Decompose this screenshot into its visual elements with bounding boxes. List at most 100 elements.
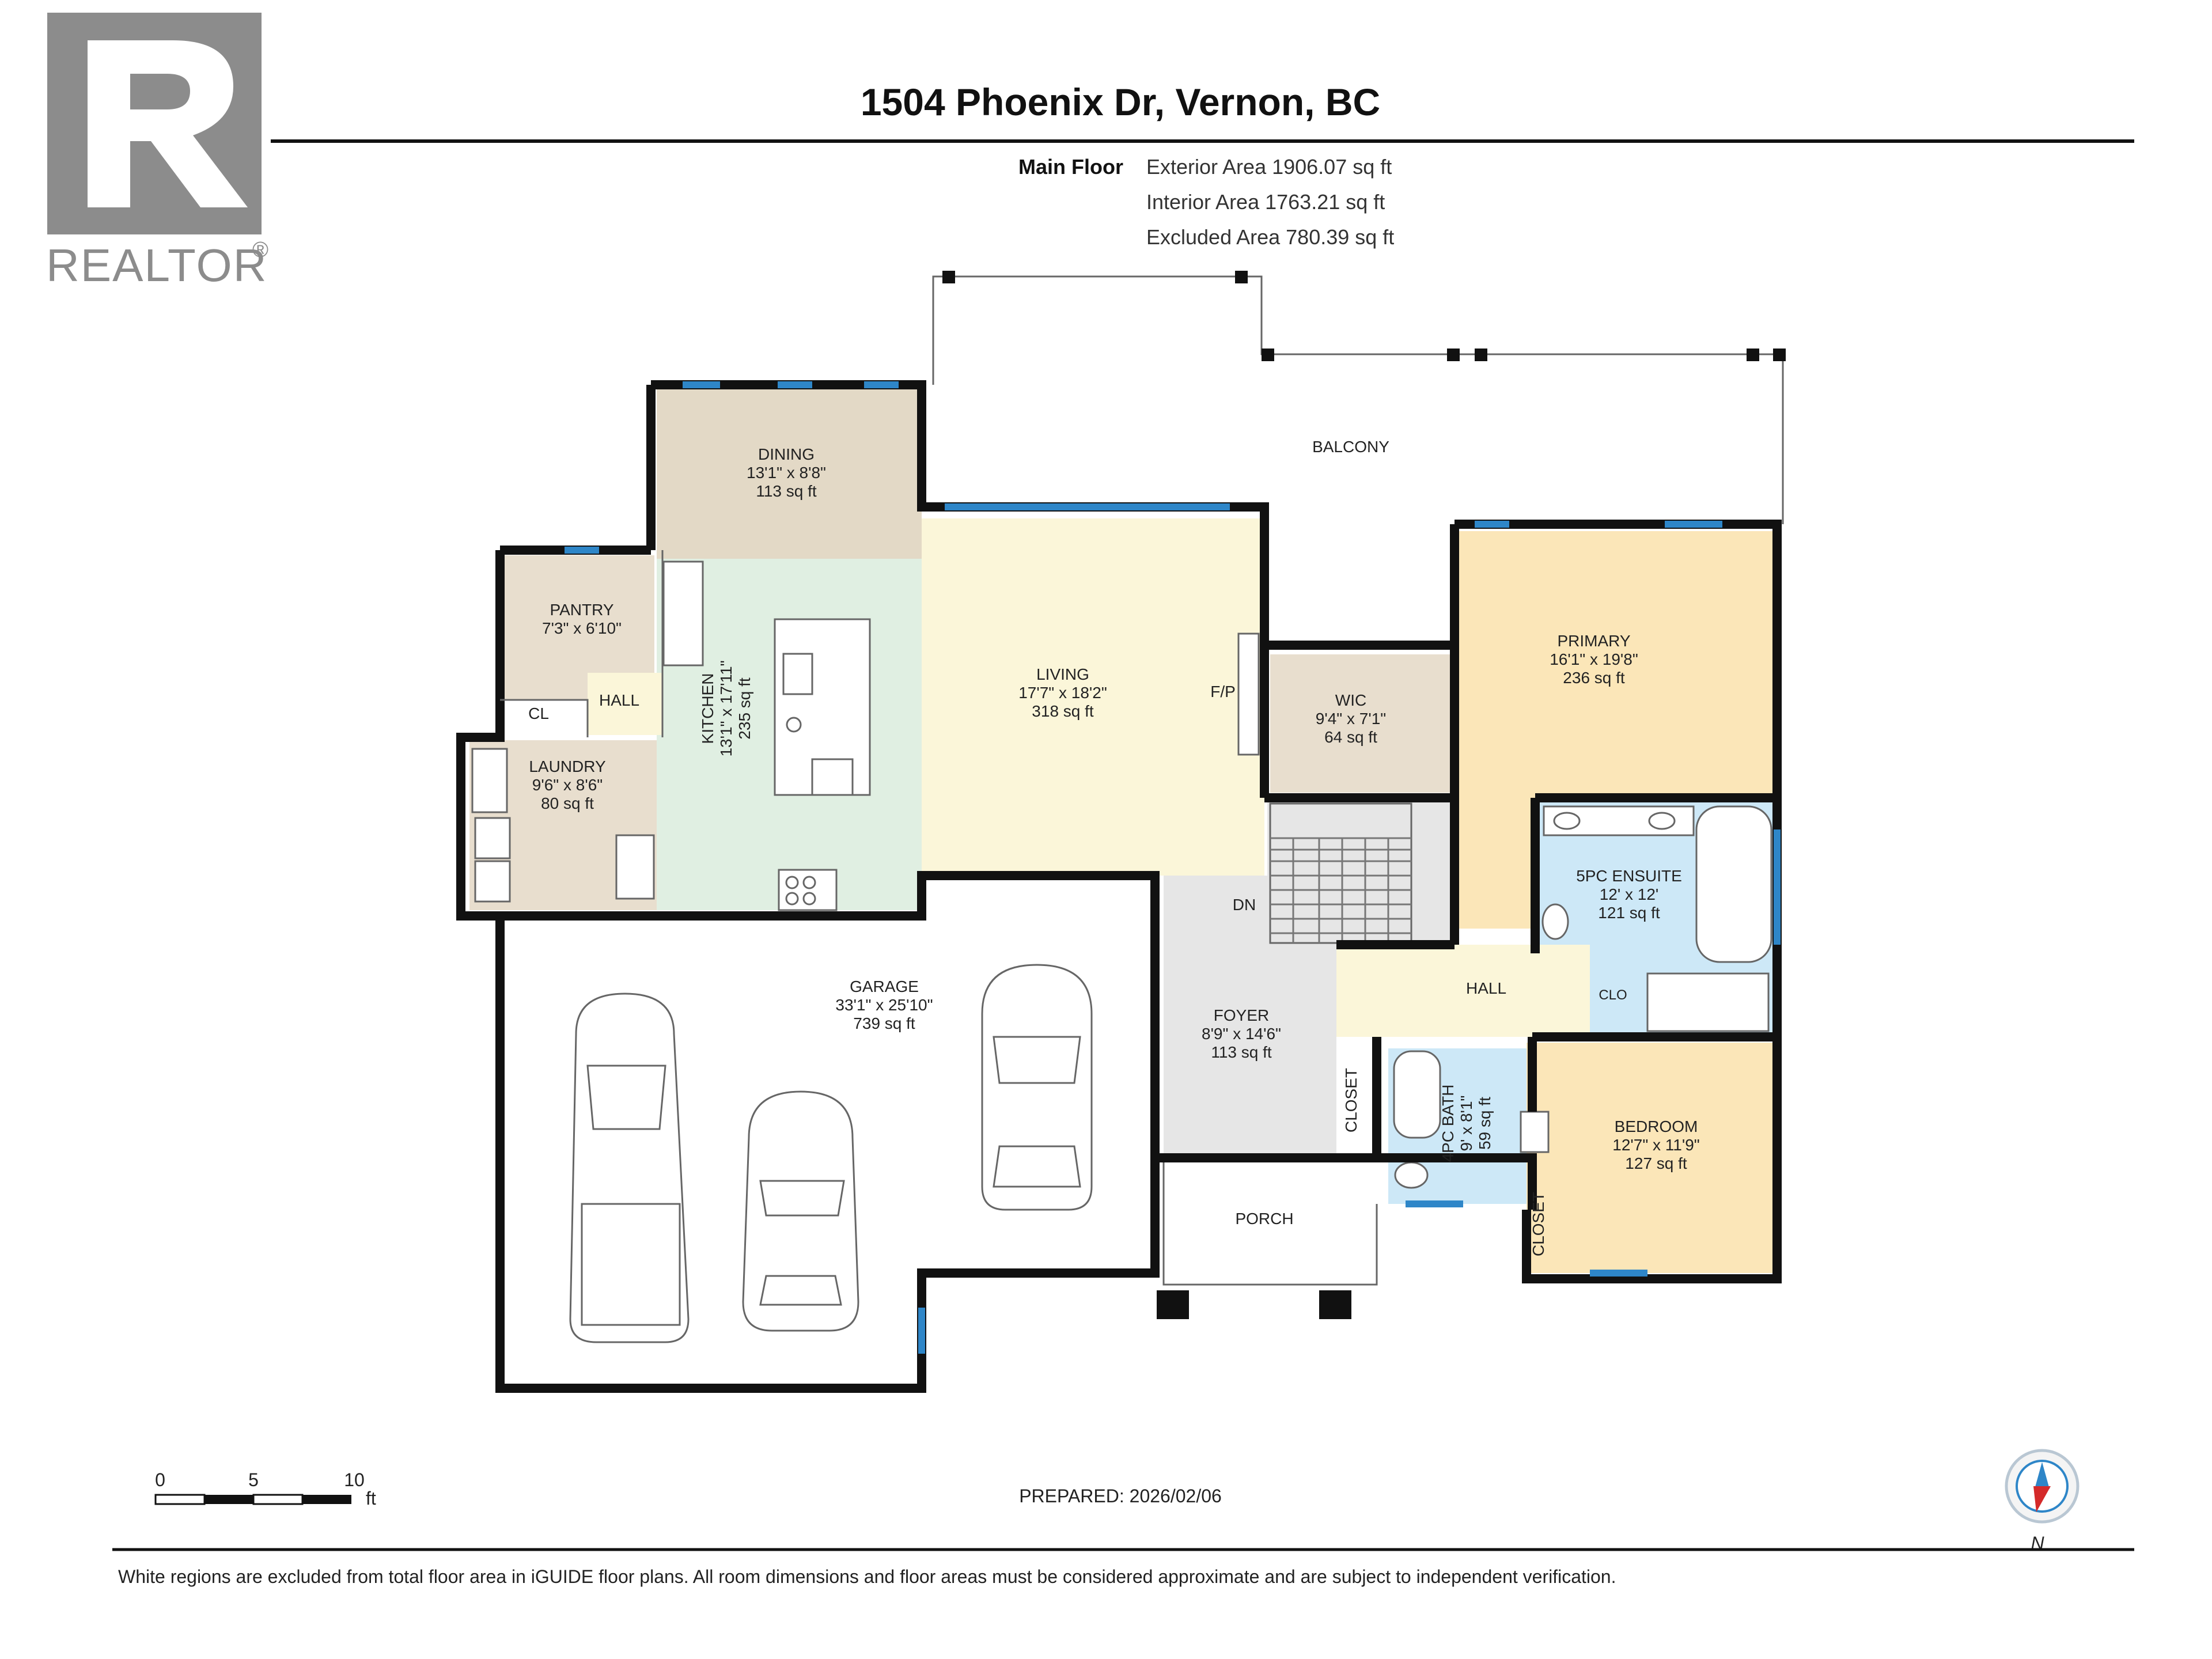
clo-label: CLO [1599,987,1627,1003]
sedan-icon [742,1090,859,1332]
dining-fill [657,385,922,559]
kitchen-dims: 13'1" x 17'11" [717,660,735,756]
scale-label-10: 10 [344,1469,365,1490]
room-living: LIVING 17'7" x 18'2" 318 sq ft [1018,665,1107,720]
living-dims: 17'7" x 18'2" [1018,684,1107,702]
ensuite-fixtures [1541,805,1772,1032]
dining-area: 113 sq ft [756,482,817,500]
washer-icon [474,817,511,859]
room-ensuite: 5PC ENSUITE 12' x 12' 121 sq ft [1576,867,1682,922]
wic-area: 64 sq ft [1324,728,1377,746]
coupe-icon [981,964,1093,1211]
porch-label: PORCH [1235,1210,1293,1228]
kitchen-label: KITCHEN [699,673,717,744]
bedroom-label: BEDROOM [1615,1118,1698,1135]
exterior-area: Exterior Area 1906.07 sq ft [1146,155,1392,179]
prepared-date: PREPARED: 2026/02/06 [1019,1486,1222,1506]
ensuite-label: 5PC ENSUITE [1576,867,1682,885]
truck-icon [569,993,690,1343]
windows [565,381,1781,1354]
page-title: 1504 Phoenix Dr, Vernon, BC [861,81,1380,123]
dining-dims: 13'1" x 8'8" [747,464,826,482]
primary-label: PRIMARY [1557,632,1630,650]
laundry-area: 80 sq ft [541,794,594,812]
bath-label: 4PC BATH [1439,1085,1457,1162]
room-primary: PRIMARY 16'1" x 19'8" 236 sq ft [1550,632,1638,687]
scale-label-0: 0 [155,1469,165,1490]
living-label: LIVING [1036,665,1089,683]
bath-sink-icon [1520,1111,1550,1153]
room-wic: WIC 9'4" x 7'1" 64 sq ft [1316,691,1386,746]
foyer-dims: 8'9" x 14'6" [1202,1025,1281,1043]
kitchen-fixtures [662,560,871,911]
primary-area: 236 sq ft [1563,669,1625,687]
room-garage: GARAGE 33'1" x 25'10" 739 sq ft [835,978,933,1032]
room-dining: DINING 13'1" x 8'8" 113 sq ft [747,445,826,500]
living-fill [922,518,1264,876]
staircase [1269,802,1412,944]
laundry-fixtures [471,748,655,903]
primary-dims: 16'1" x 19'8" [1550,650,1638,668]
balcony-label: BALCONY [1312,438,1389,456]
fireplace-label: F/P [1210,683,1236,700]
ensuite-dims: 12' x 12' [1600,885,1659,903]
small-hall-fill [588,673,662,735]
laundry-sink-icon [615,834,655,900]
room-kitchen: KITCHEN 13'1" x 17'11" 235 sq ft [699,660,753,756]
bath-tub-icon [1393,1050,1441,1139]
faucet-icon [786,717,802,733]
foyer-closet-label: CLOSET [1342,1068,1360,1132]
laundry-label: LAUNDRY [529,757,606,775]
counter [662,560,704,666]
disclaimer: White regions are excluded from total fl… [118,1566,1616,1587]
bedroom-area: 127 sq ft [1625,1154,1687,1172]
stair-area-fill [1267,795,1452,945]
realtor-r-icon [88,40,248,207]
room-fills [469,385,1777,1273]
porch-outline [1157,1158,1378,1319]
floor-label: Main Floor [1018,155,1123,179]
scale-bar: 0 5 10 ft [154,1469,376,1509]
foyer-label: FOYER [1214,1006,1269,1024]
pantry-dims: 7'3" x 6'10" [542,619,622,637]
garage-vehicles [569,964,1093,1343]
bedroom-closet-label: CLOSET [1529,1192,1547,1256]
garage-area: 739 sq ft [853,1014,915,1032]
living-area: 318 sq ft [1032,702,1094,720]
small-hall-label: HALL [599,691,639,709]
balcony-outline [932,271,1786,524]
dining-label: DINING [758,445,815,463]
sink-icon [782,653,813,695]
bedroom-fill [1527,1043,1777,1273]
room-laundry: LAUNDRY 9'6" x 8'6" 80 sq ft [529,757,606,812]
bath-area: 59 sq ft [1476,1097,1494,1150]
foyer-area: 113 sq ft [1211,1043,1272,1061]
realtor-wordmark: REALTOR [46,240,267,291]
bedroom-dims: 12'7" x 11'9" [1612,1136,1699,1154]
fireplace-icon [1237,632,1260,756]
wic-dims: 9'4" x 7'1" [1316,710,1386,728]
kitchen-area: 235 sq ft [736,677,753,740]
room-bath: 4PC BATH 9' x 8'1" 59 sq ft [1439,1085,1494,1162]
stairs-label: DN [1233,896,1256,914]
room-foyer: FOYER 8'9" x 14'6" 113 sq ft [1202,1006,1281,1061]
interior-area: Interior Area 1763.21 sq ft [1146,190,1385,214]
pantry-label: PANTRY [550,601,614,619]
shower-icon [1646,972,1770,1032]
bath-toilet-icon [1394,1161,1429,1189]
ensuite-area: 121 sq ft [1598,904,1660,922]
garage-dims: 33'1" x 25'10" [835,996,933,1014]
bath-dims: 9' x 8'1" [1457,1096,1475,1152]
toilet-icon [1541,903,1569,940]
room-pantry: PANTRY 7'3" x 6'10" [542,601,622,637]
bathtub-icon [1695,805,1772,963]
garage-label: GARAGE [850,978,919,995]
scale-label-5: 5 [248,1469,259,1490]
hall-label: HALL [1466,979,1506,997]
cl-label: CL [528,704,549,722]
realtor-logo: REALTOR ® [46,13,268,291]
wic-label: WIC [1335,691,1366,709]
excluded-area: Excluded Area 780.39 sq ft [1146,225,1394,249]
compass-icon: N [2005,1449,2080,1554]
